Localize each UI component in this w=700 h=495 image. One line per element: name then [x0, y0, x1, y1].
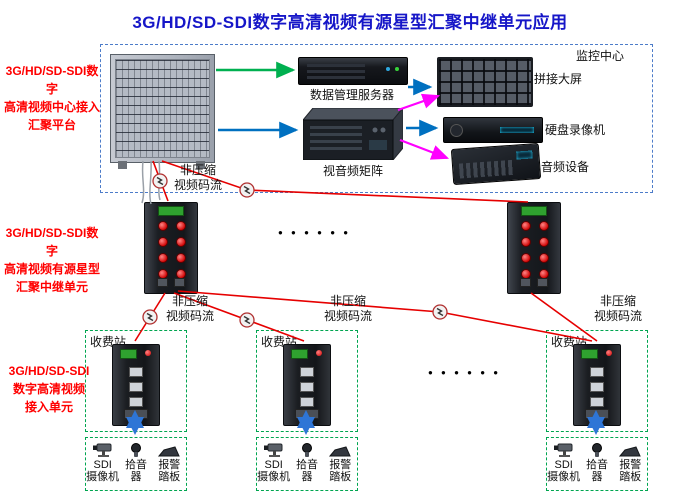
- toll-station-box-3: 收费站: [546, 330, 648, 432]
- pickup-label: 拾音 器: [295, 459, 318, 484]
- ports: [124, 409, 148, 419]
- fiber-node-icon: [142, 309, 158, 325]
- splicing-screen-device: [437, 57, 533, 107]
- dvr-label: 硬盘录像机: [545, 123, 606, 137]
- toll-station-box-2: 收费站: [256, 330, 358, 432]
- access-unit-3: [573, 344, 621, 426]
- stream-label-1: 非压缩 视频码流: [165, 294, 214, 323]
- terminal-block: [581, 349, 598, 359]
- pedal-column: 报警 踏板: [153, 438, 186, 490]
- ports: [295, 409, 319, 419]
- fiber-node-icon: [432, 304, 448, 320]
- audio-device-label: 音频设备: [541, 160, 590, 174]
- av-matrix-device: [303, 108, 403, 160]
- pedal-column: 报警 踏板: [324, 438, 357, 490]
- sdi-camera-icon: [551, 441, 577, 458]
- chassis-module-grid: [115, 59, 210, 158]
- chassis-foot: [118, 161, 127, 169]
- relay-unit-2: [507, 202, 561, 294]
- dip-switches: [129, 367, 143, 407]
- microphone-icon: [588, 441, 606, 458]
- ports: [585, 409, 609, 419]
- power-led: [316, 350, 322, 356]
- pickup-label: 拾音 器: [585, 459, 608, 484]
- pedal-label: 报警 踏板: [329, 459, 352, 484]
- audio-device: [450, 142, 542, 186]
- access-unit-1: [112, 344, 160, 426]
- video-aggregation-chassis: [110, 54, 215, 163]
- microphone-icon: [298, 441, 316, 458]
- sensor-box-3: SDI 摄像机 拾音 器 报警 踏板: [546, 437, 648, 491]
- relay-unit-1: [144, 202, 198, 294]
- sensor-box-2: SDI 摄像机 拾音 器 报警 踏板: [256, 437, 358, 491]
- alarm-pedal-icon: [328, 441, 352, 458]
- terminal-block: [521, 206, 547, 216]
- fiber-link: [177, 290, 593, 342]
- station-ellipsis: ● ● ● ● ● ●: [428, 368, 502, 377]
- dip-switches: [590, 367, 604, 407]
- alarm-pedal-icon: [157, 441, 181, 458]
- fiber-node-icon: [239, 312, 255, 328]
- stream-label-3: 非压缩 视频码流: [593, 294, 642, 323]
- ports: [520, 278, 548, 287]
- av-matrix-label: 视音频矩阵: [322, 164, 383, 178]
- camera-label: SDI 摄像机: [86, 459, 120, 484]
- pickup-column: 拾音 器: [580, 438, 613, 490]
- microphone-icon: [127, 441, 145, 458]
- pickup-label: 拾音 器: [124, 459, 147, 484]
- pedal-column: 报警 踏板: [614, 438, 647, 490]
- dvr-device: [443, 117, 543, 143]
- relay-ellipsis: ● ● ● ● ● ●: [278, 228, 352, 237]
- camera-column: SDI 摄像机: [86, 438, 119, 490]
- ports: [157, 278, 185, 287]
- led-grid: [158, 221, 186, 279]
- monitoring-center-label: 监控中心: [576, 49, 625, 63]
- side-label-access: 3G/HD/SD-SDI 数字高清视频 接入单元: [8, 364, 90, 414]
- data-server-label: 数据管理服务器: [309, 88, 394, 102]
- toll-station-box-1: 收费站: [85, 330, 187, 432]
- alarm-pedal-icon: [618, 441, 642, 458]
- splicing-screen-label: 拼接大屏: [534, 72, 583, 86]
- terminal-block: [291, 349, 308, 359]
- camera-column: SDI 摄像机: [547, 438, 580, 490]
- terminal-block: [120, 349, 137, 359]
- side-label-relay: 3G/HD/SD-SDI数字 高清视频有源星型 汇聚中继单元: [3, 226, 100, 294]
- matrix-vents: [310, 126, 362, 150]
- power-led: [606, 350, 612, 356]
- camera-column: SDI 摄像机: [257, 438, 290, 490]
- sdi-camera-icon: [90, 441, 116, 458]
- camera-label: SDI 摄像机: [257, 459, 291, 484]
- pickup-column: 拾音 器: [290, 438, 323, 490]
- led-grid: [521, 221, 549, 279]
- dip-switches: [300, 367, 314, 407]
- sensor-box-1: SDI 摄像机 拾音 器 报警 踏板: [85, 437, 187, 491]
- pedal-label: 报警 踏板: [158, 459, 181, 484]
- power-led: [145, 350, 151, 356]
- data-server-device: [298, 57, 408, 85]
- access-unit-2: [283, 344, 331, 426]
- page-title: 3G/HD/SD-SDI数字高清视频有源星型汇聚中继单元应用: [132, 13, 568, 32]
- terminal-block: [158, 206, 184, 216]
- pedal-label: 报警 踏板: [619, 459, 642, 484]
- stream-label-2: 非压缩 视频码流: [323, 294, 372, 323]
- pickup-column: 拾音 器: [119, 438, 152, 490]
- unit-sensor-links: [126, 410, 605, 435]
- sdi-camera-icon: [261, 441, 287, 458]
- stream-label-top: 非压缩 视频码流: [173, 163, 222, 192]
- camera-label: SDI 摄像机: [547, 459, 581, 484]
- side-label-platform: 3G/HD/SD-SDI数字 高清视频中心接入 汇聚平台: [3, 64, 100, 132]
